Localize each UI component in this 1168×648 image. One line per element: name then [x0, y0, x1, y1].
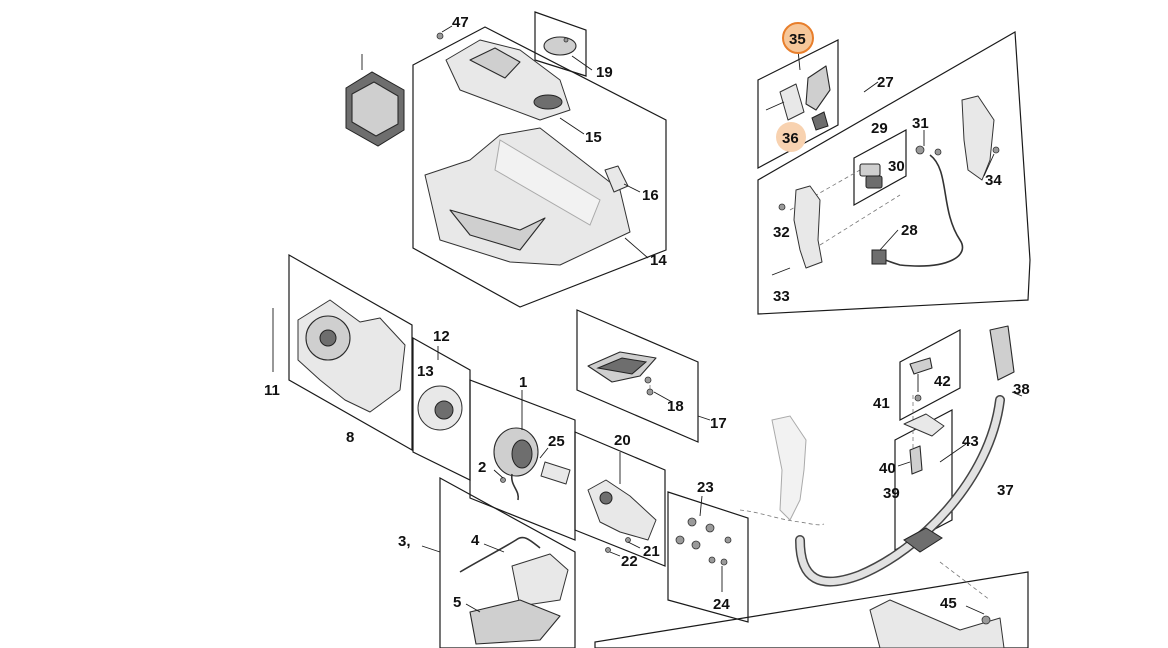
frames: [288, 11, 1031, 648]
part-parts-41-42: [909, 357, 933, 402]
part-cap-40: [903, 413, 945, 475]
part-handle-38: [795, 325, 1015, 587]
label-35: 35: [789, 31, 806, 48]
label-19: 19: [596, 64, 613, 81]
frame-switch-group: [757, 30, 1031, 315]
label-8: 8: [346, 429, 354, 446]
label-15: 15: [585, 129, 602, 146]
part-gear-20: [587, 479, 657, 553]
leader-lines: [421, 25, 1023, 615]
frame-gear-20: [574, 431, 666, 567]
part-cover-17: [587, 351, 657, 396]
label-28: 28: [901, 222, 918, 239]
label-2: 2: [478, 459, 486, 476]
label-1: 1: [519, 374, 527, 391]
part-upper-shell-15: [445, 39, 571, 121]
label-21: 21: [643, 543, 660, 560]
highlight-fill-36: [776, 122, 806, 152]
part-terminal-29-30: [859, 163, 883, 189]
label-38: 38: [1013, 381, 1030, 398]
part-bottom-group: [869, 599, 1005, 648]
label-16: 16: [642, 187, 659, 204]
frame-fan-cover-8: [288, 253, 413, 452]
part-fasteners-23-24: [675, 517, 732, 566]
frame-cap-19: [534, 11, 587, 77]
label-23: 23: [697, 479, 714, 496]
label-20: 20: [614, 432, 631, 449]
label-13: 13: [417, 363, 434, 380]
part-lower-shell-14: [424, 127, 631, 266]
part-switch-35: [765, 65, 831, 131]
part-clamp-43: [903, 527, 943, 553]
frame-electronics-3: [439, 476, 576, 648]
part-battery-pack: [345, 54, 405, 147]
label-22: 22: [621, 553, 638, 570]
label-30: 30: [888, 158, 905, 175]
label-14: 14: [650, 252, 667, 269]
label-31: 31: [912, 115, 929, 132]
part-motor-1: [493, 427, 571, 501]
label-37: 37: [997, 482, 1014, 499]
label-45: 45: [940, 595, 957, 612]
frame-cover-17: [576, 309, 699, 443]
part-cap-19: [543, 36, 577, 56]
label-24: 24: [713, 596, 730, 613]
label-11: 11: [264, 382, 280, 399]
label-29: 29: [871, 120, 888, 137]
label-5: 5: [453, 594, 461, 611]
label-36: 36: [782, 130, 799, 147]
label-40: 40: [879, 460, 896, 477]
highlight-circle-35: [782, 22, 814, 54]
callout-labels: 47 19 15 16 14 35 36 27 29 31 30 34 32 2…: [264, 14, 1030, 613]
label-47: 47: [452, 14, 469, 31]
screw-47: [436, 32, 444, 40]
label-12: 12: [433, 328, 450, 345]
label-34: 34: [985, 172, 1002, 189]
label-39: 39: [883, 485, 900, 502]
part-fan-cover-8: [272, 299, 406, 413]
label-42: 42: [934, 373, 951, 390]
part-ghost-handle: [739, 415, 825, 526]
frame-parts-41: [899, 329, 961, 421]
label-41: 41: [873, 395, 890, 412]
label-27: 27: [877, 74, 894, 91]
part-cable-28: [871, 145, 964, 267]
frame-part-35: [757, 39, 839, 170]
label-17: 17: [710, 415, 727, 432]
part-handle-shell-27: [961, 95, 1000, 181]
label-32: 32: [773, 224, 790, 241]
label-4: 4: [471, 532, 480, 549]
label-3: 3,: [398, 533, 411, 550]
part-electronics-3: [459, 536, 569, 645]
frame-housing-group: [412, 26, 667, 308]
label-33: 33: [773, 288, 790, 305]
part-grip-32-33: [771, 185, 823, 276]
frame-bottom-group: [594, 571, 1029, 648]
frame-part-29: [853, 128, 907, 207]
part-fan-12: [417, 385, 463, 431]
label-25: 25: [548, 433, 565, 450]
label-43: 43: [962, 433, 979, 450]
frame-motor-1: [469, 379, 576, 541]
label-18: 18: [667, 398, 684, 415]
frame-screws-23: [667, 491, 749, 623]
